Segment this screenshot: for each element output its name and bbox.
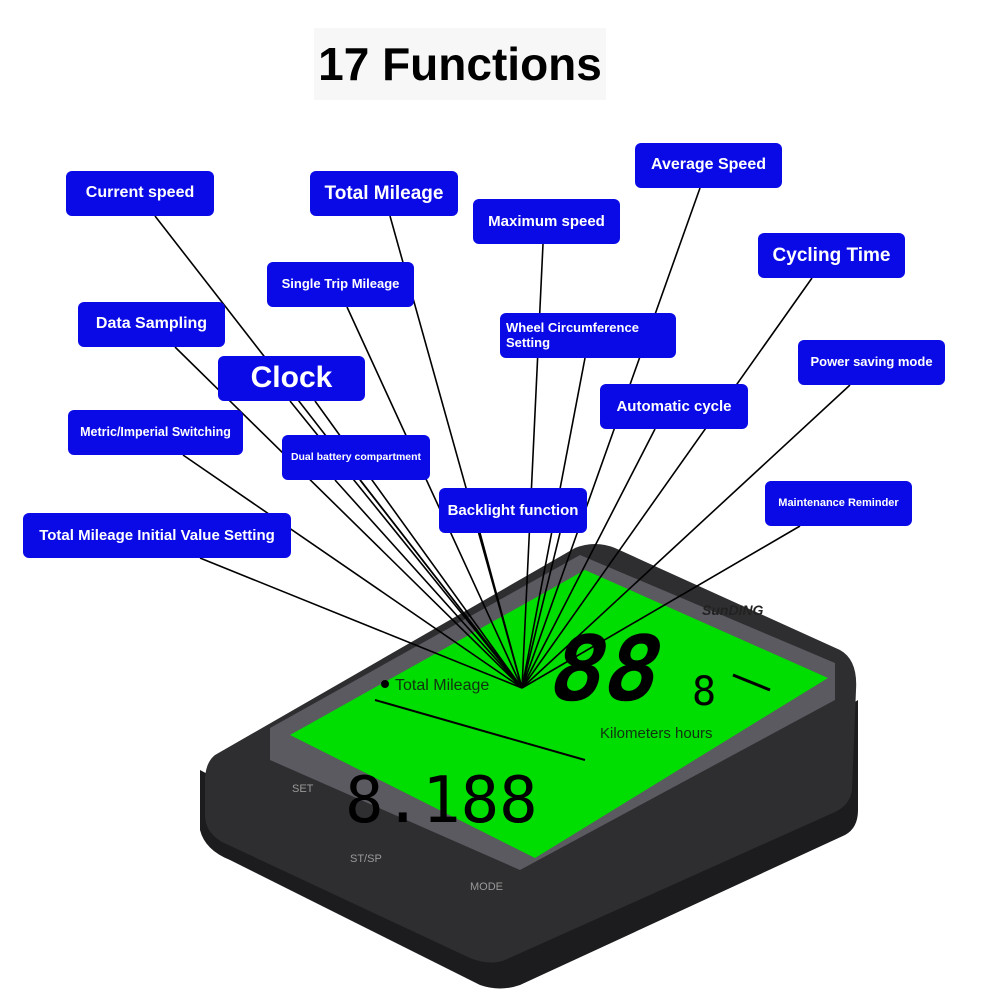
button-set[interactable]: SET (292, 783, 314, 795)
label-automatic-cycle: Automatic cycle (600, 384, 748, 429)
label-average-speed: Average Speed (635, 143, 782, 188)
label-data-sampling: Data Sampling (78, 302, 225, 347)
label-dual-battery: Dual battery compartment (282, 435, 430, 480)
label-backlight: Backlight function (439, 488, 587, 533)
bottom-digits: 8.188 (345, 764, 538, 838)
small-digit: 8 (692, 669, 716, 715)
label-power-saving: Power saving mode (798, 340, 945, 385)
label-total-mileage: Total Mileage (310, 171, 458, 216)
page-title: 17 Functions (314, 28, 606, 100)
units-label: Kilometers hours (600, 725, 713, 742)
lcd-screen (290, 570, 828, 858)
label-clock: Clock (218, 356, 365, 401)
lcd-dash (732, 673, 771, 692)
label-cycling-time: Cycling Time (758, 233, 905, 278)
label-single-trip-mileage: Single Trip Mileage (267, 262, 414, 307)
screen-label: Total Mileage (395, 677, 489, 694)
button-mode[interactable]: MODE (470, 881, 503, 893)
label-current-speed: Current speed (66, 171, 214, 216)
device-body-side (200, 700, 858, 989)
label-maximum-speed: Maximum speed (473, 199, 620, 244)
brand-logo: SunDING (702, 602, 764, 618)
label-initial-value-setting: Total Mileage Initial Value Setting (23, 513, 291, 558)
label-wheel-circumference: Wheel Circumference Setting (500, 313, 676, 358)
label-maintenance-reminder: Maintenance Reminder (765, 481, 912, 526)
label-metric-imperial: Metric/Imperial Switching (68, 410, 243, 455)
button-start-stop[interactable]: ST/SP (350, 853, 382, 865)
lcd-dot-icon (381, 680, 389, 688)
screen-divider (374, 699, 586, 761)
